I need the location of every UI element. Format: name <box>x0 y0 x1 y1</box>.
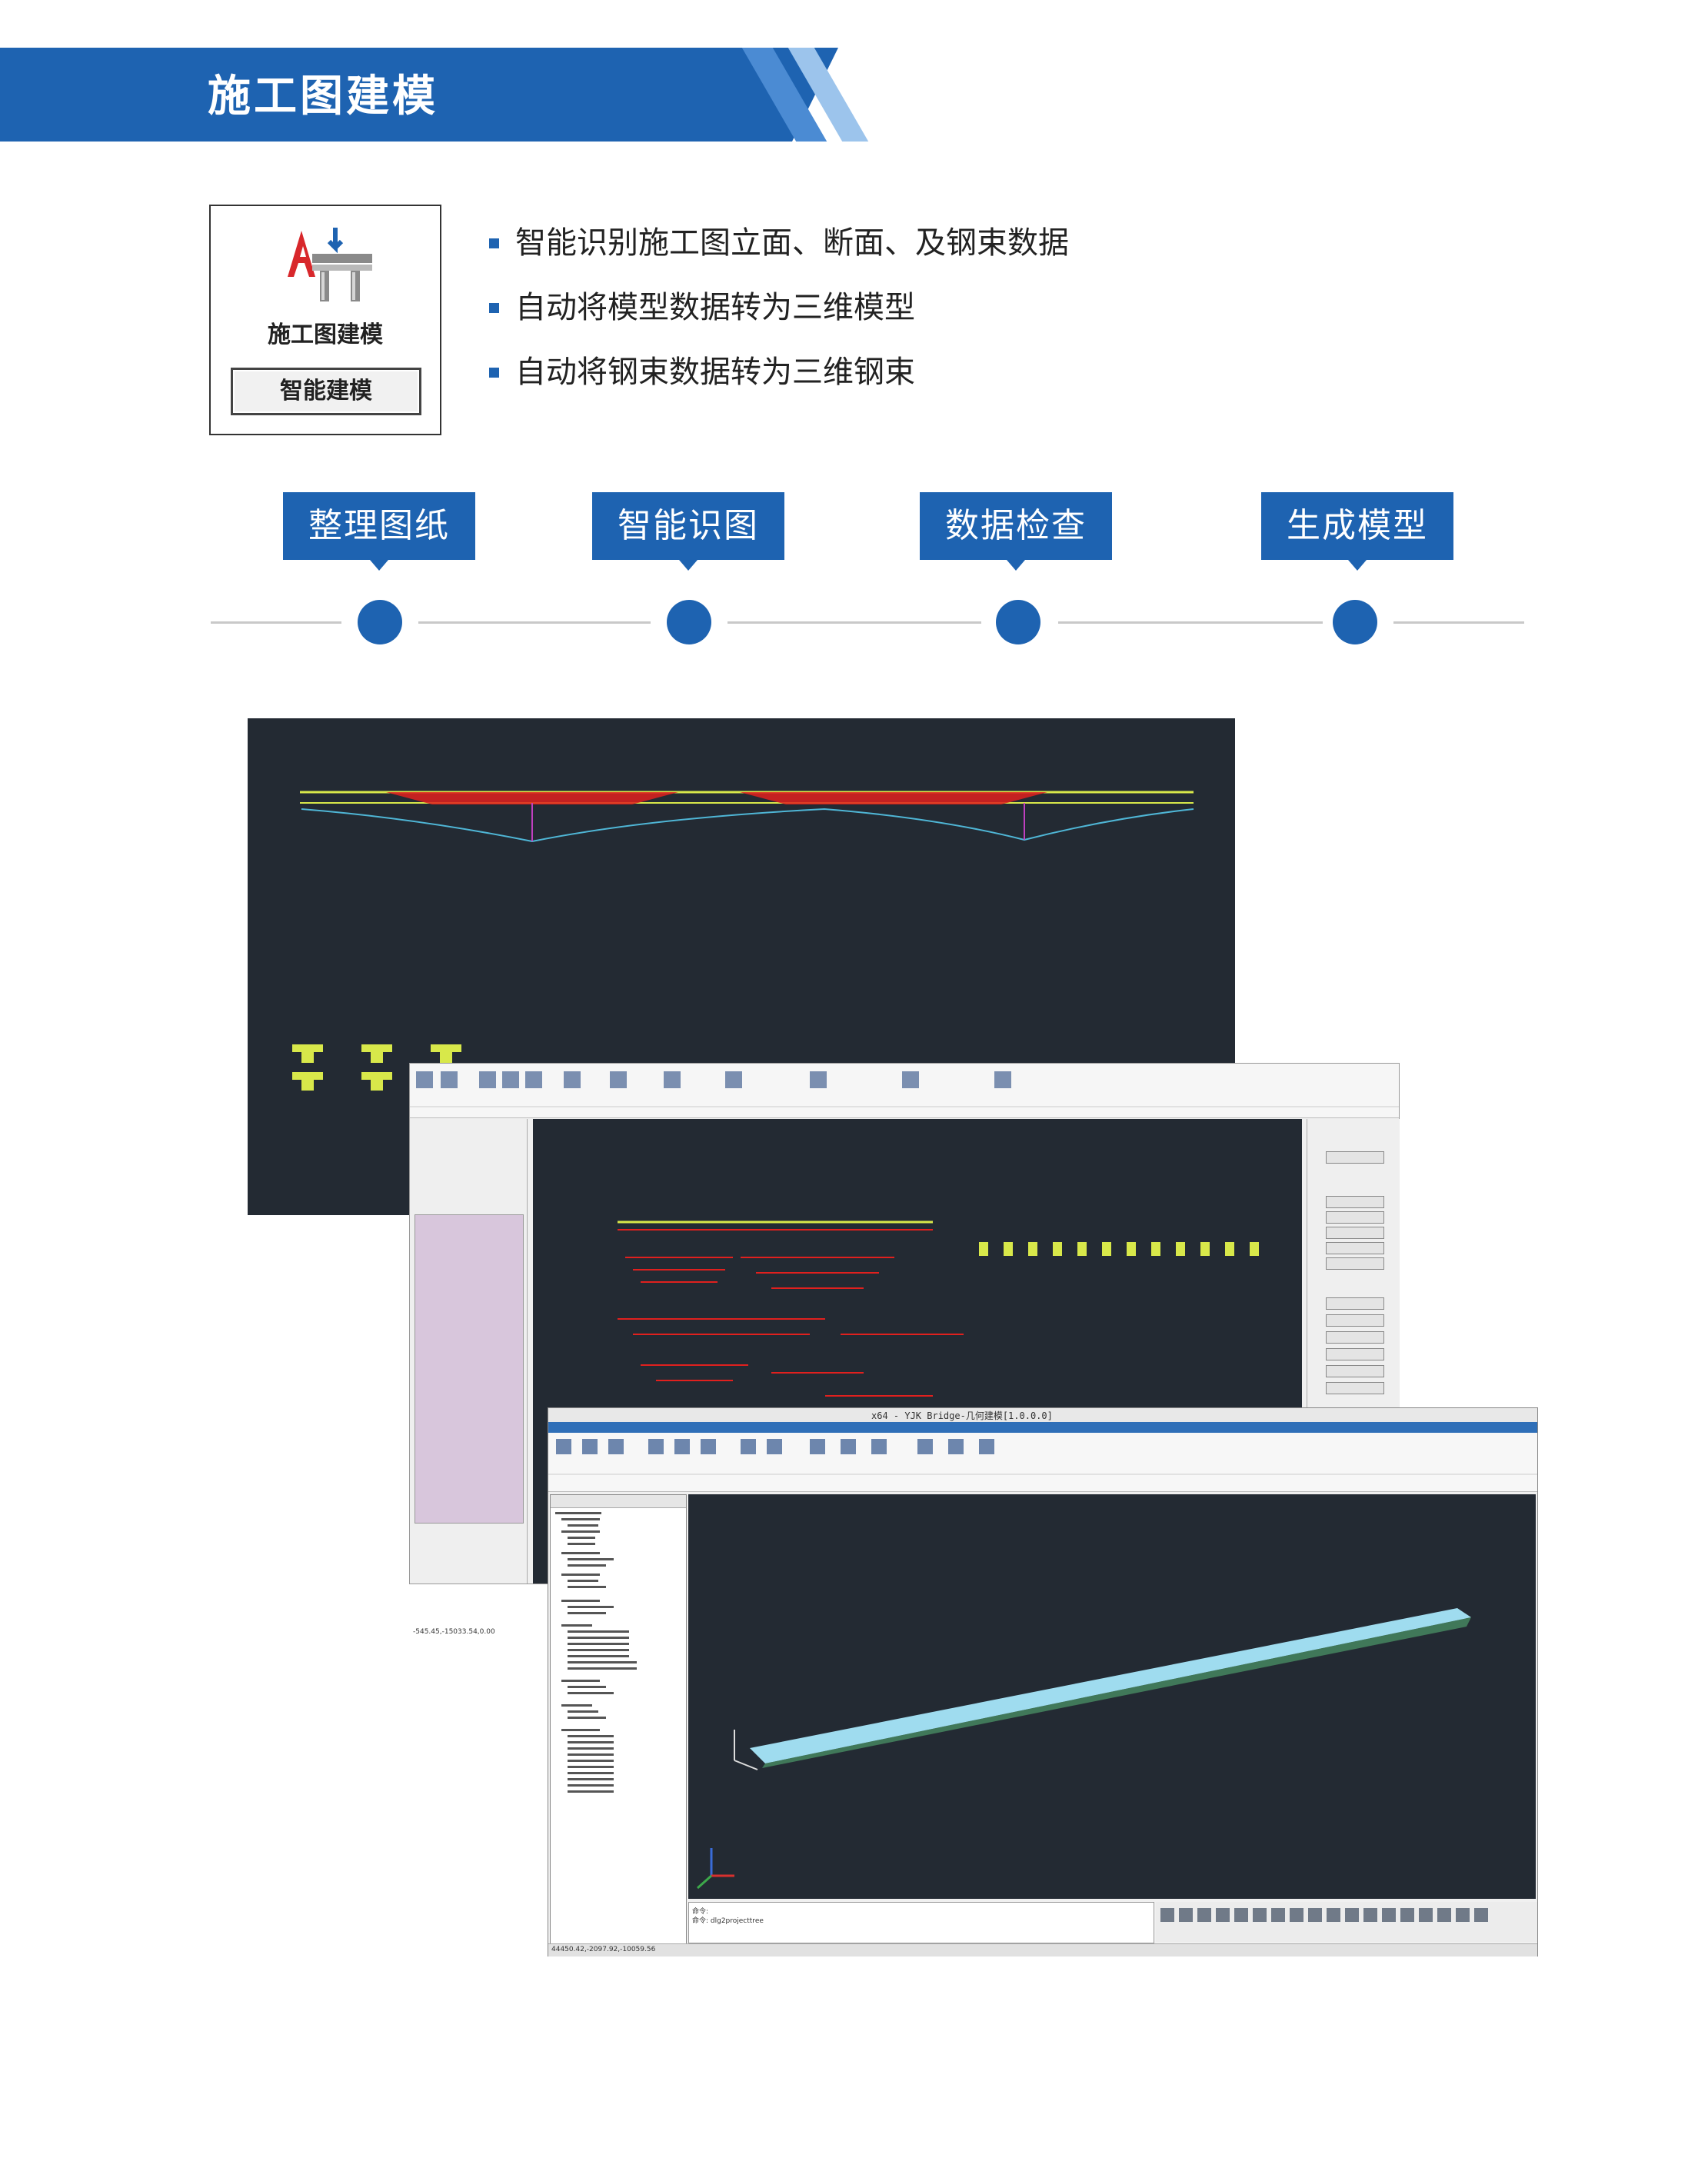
panel-button[interactable] <box>1326 1257 1384 1270</box>
panel-button[interactable] <box>1326 1211 1384 1224</box>
step-dot <box>358 600 402 644</box>
feature-card: 施工图建模 智能建模 <box>209 205 441 435</box>
panel-button[interactable] <box>1326 1331 1384 1344</box>
status-coordinates: -545.45,-15033.54,0.00 <box>413 1628 495 1636</box>
bridge-elevation-drawing <box>292 791 1194 1091</box>
step-smart-recognition: 智能识图 <box>592 492 784 571</box>
feature-item: 自动将钢束数据转为三维钢束 <box>489 345 1069 409</box>
step-organize-drawings: 整理图纸 <box>283 492 475 571</box>
bridge-model-icon <box>288 228 372 301</box>
page-title: 施工图建模 <box>208 72 438 122</box>
yjk-bridge-window: x64 - YJK Bridge-几何建模[1.0.0.0] <box>548 1407 1538 1957</box>
project-tree-panel <box>550 1494 687 1945</box>
toolbar-icons <box>410 1071 1399 1107</box>
element-tree[interactable] <box>415 1214 524 1524</box>
step-dot <box>1333 600 1377 644</box>
panel-header <box>551 1495 686 1508</box>
panel-button[interactable] <box>1326 1297 1384 1310</box>
step-dot <box>996 600 1040 644</box>
feature-list: 智能识别施工图立面、断面、及钢束数据 自动将模型数据转为三维模型 自动将钢束数据… <box>489 215 1069 409</box>
step-flow: 整理图纸 智能识图 数据检查 生成模型 <box>0 492 1708 646</box>
smart-modeling-button[interactable]: 智能建模 <box>231 368 421 415</box>
panel-button[interactable] <box>1326 1151 1384 1164</box>
section-banner: 施工图建模 <box>0 48 877 142</box>
left-panel: -545.45,-15033.54,0.00 <box>410 1119 528 1636</box>
panel-button[interactable] <box>1326 1227 1384 1239</box>
step-dot <box>667 600 711 644</box>
toolbar-icons <box>548 1439 1537 1475</box>
bridge-3d-model <box>697 1608 1471 1890</box>
card-title: 施工图建模 <box>268 321 383 348</box>
3d-model-viewport[interactable] <box>688 1494 1536 1899</box>
step-connector <box>1393 621 1524 624</box>
panel-button[interactable] <box>1326 1365 1384 1377</box>
status-bar: 44450.42,-2097.92,-10059.56 <box>548 1943 1537 1957</box>
window-title-bar: x64 - YJK Bridge-几何建模[1.0.0.0] <box>548 1408 1537 1423</box>
window-title: x64 - YJK Bridge-几何建模[1.0.0.0] <box>871 1410 1053 1421</box>
panel-button[interactable] <box>1326 1382 1384 1394</box>
panel-button[interactable] <box>1326 1348 1384 1360</box>
step-connector <box>727 621 981 624</box>
step-generate-model: 生成模型 <box>1261 492 1453 571</box>
ribbon-tabs[interactable] <box>548 1422 1537 1433</box>
recognized-drawing <box>618 1221 1259 1427</box>
status-coordinates: 44450.42,-2097.92,-10059.56 <box>551 1946 656 1953</box>
feature-item: 自动将模型数据转为三维模型 <box>489 280 1069 345</box>
step-connector <box>211 621 341 624</box>
step-data-check: 数据检查 <box>920 492 1112 571</box>
view-tool-icons <box>1160 1908 1488 1922</box>
command-output: 命令: <box>692 1908 709 1916</box>
command-output: 命令: dlg2projecttree <box>692 1917 764 1925</box>
feature-item: 智能识别施工图立面、断面、及钢束数据 <box>489 215 1069 280</box>
toolbar-ribbon <box>548 1433 1537 1492</box>
toolbar-ribbon <box>410 1064 1399 1118</box>
command-line[interactable]: 命令: 命令: dlg2projecttree <box>688 1902 1154 1943</box>
view-toolbar <box>1156 1902 1537 1942</box>
panel-button[interactable] <box>1326 1314 1384 1327</box>
project-tree[interactable] <box>551 1509 686 1940</box>
step-connector <box>418 621 651 624</box>
panel-button[interactable] <box>1326 1196 1384 1208</box>
panel-button[interactable] <box>1326 1242 1384 1254</box>
step-connector <box>1058 621 1323 624</box>
